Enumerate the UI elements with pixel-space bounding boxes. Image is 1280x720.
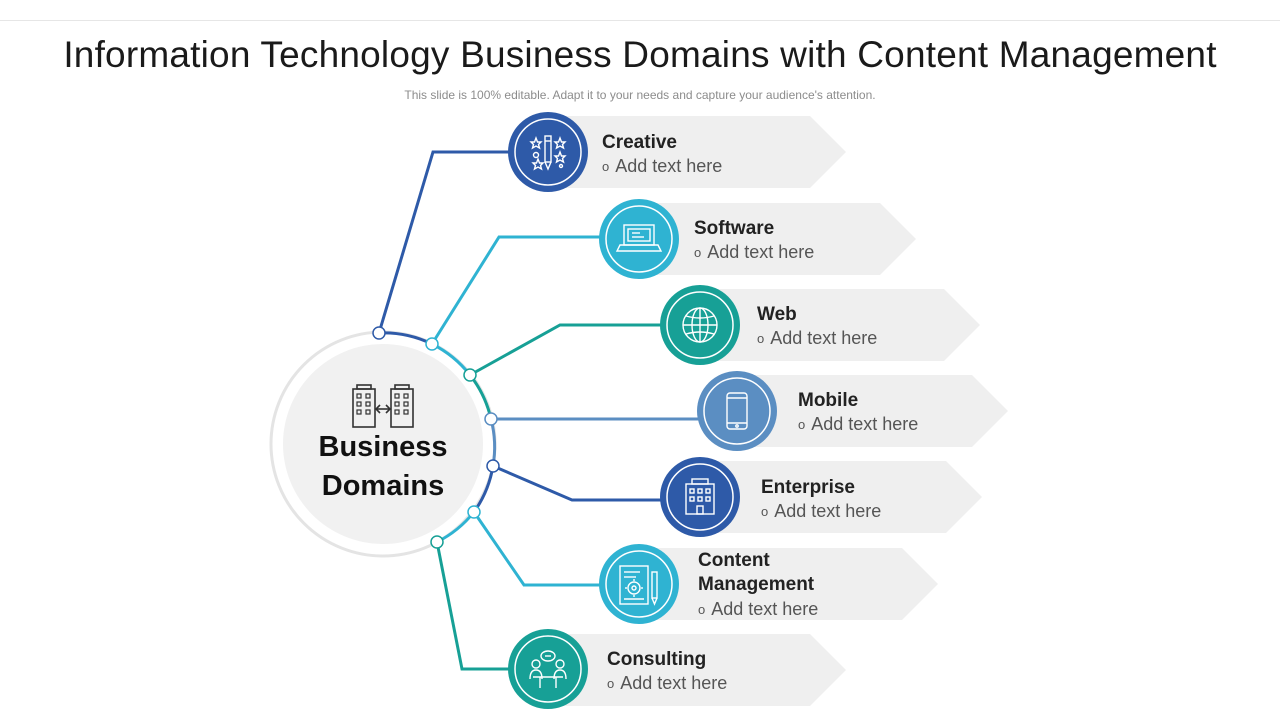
- creative-tools-icon: [529, 135, 567, 171]
- item-title-enterprise: Enterprise: [761, 477, 855, 498]
- node-enterprise: [486, 459, 500, 473]
- smartphone-icon: [726, 392, 748, 430]
- item-text-value: Add text here: [811, 414, 919, 434]
- bullet-glyph: o: [607, 676, 615, 691]
- item-text-enterprise: o Add text here: [761, 501, 881, 522]
- item-title-line2: Management: [698, 574, 815, 595]
- buildings-exchange-icon: [352, 384, 414, 428]
- item-title-creative: Creative: [602, 132, 677, 153]
- item-text-value: Add text here: [711, 599, 819, 619]
- item-text-value: Add text here: [774, 501, 882, 521]
- top-divider: [0, 20, 1280, 21]
- connector-consulting: [435, 541, 512, 671]
- connector-lines: [377, 150, 700, 671]
- connector-content-management: [472, 511, 603, 587]
- connector-creative: [377, 150, 512, 334]
- item-title-web: Web: [757, 304, 797, 325]
- item-text-value: Add text here: [620, 673, 728, 693]
- center-label: Business Domains: [287, 428, 479, 506]
- banner-enterprise: [700, 461, 982, 533]
- item-title-line1: Content: [698, 550, 770, 571]
- office-building-icon: [685, 478, 715, 515]
- center-label-line1: Business: [318, 431, 448, 463]
- item-title-consulting: Consulting: [607, 649, 707, 670]
- meeting-icon: [529, 650, 567, 688]
- item-text-web: o Add text here: [757, 328, 877, 349]
- bullet-glyph: o: [694, 245, 702, 260]
- connector-web: [469, 323, 664, 377]
- node-software: [425, 337, 439, 351]
- icon-circle-content-management: [599, 544, 679, 624]
- banner-consulting: [548, 634, 846, 706]
- icon-circle-web: [660, 285, 740, 365]
- item-text-value: Add text here: [615, 156, 723, 176]
- laptop-icon: [615, 224, 663, 252]
- item-banners: [548, 116, 1008, 706]
- item-text-mobile: o Add text here: [798, 414, 918, 435]
- item-title-mobile: Mobile: [798, 390, 859, 411]
- node-mobile: [484, 412, 498, 426]
- banner-mobile: [737, 375, 1008, 447]
- connector-software: [430, 235, 603, 345]
- document-gear-icon: [619, 565, 658, 606]
- bullet-glyph: o: [698, 602, 706, 617]
- junction-nodes: [372, 326, 500, 549]
- icon-circle-creative: [508, 112, 588, 192]
- bullet-glyph: o: [757, 331, 765, 346]
- item-text-consulting: o Add text here: [607, 673, 727, 694]
- connector-enterprise: [492, 464, 664, 502]
- banner-web: [700, 289, 980, 361]
- node-consulting: [430, 535, 444, 549]
- node-creative: [372, 326, 386, 340]
- item-text-creative: o Add text here: [602, 156, 722, 177]
- center-inner-disc: [283, 344, 483, 544]
- bullet-glyph: o: [761, 504, 769, 519]
- icon-circle-software: [599, 199, 679, 279]
- banner-creative: [548, 116, 846, 188]
- bullet-glyph: o: [798, 417, 806, 432]
- node-web: [463, 368, 477, 382]
- item-text-software: o Add text here: [694, 242, 814, 263]
- icon-circle-enterprise: [660, 457, 740, 537]
- item-text-value: Add text here: [707, 242, 815, 262]
- item-title-software: Software: [694, 218, 775, 239]
- globe-icon: [682, 307, 718, 343]
- item-text-value: Add text here: [770, 328, 878, 348]
- icon-circle-mobile: [697, 371, 777, 451]
- node-content-management: [467, 505, 481, 519]
- bullet-glyph: o: [602, 159, 610, 174]
- item-title-content-management: Content Management: [698, 549, 814, 597]
- slide-title: Information Technology Business Domains …: [63, 34, 1217, 75]
- icon-circle-consulting: [508, 629, 588, 709]
- center-label-line2: Domains: [321, 470, 445, 502]
- banner-content-management: [638, 548, 938, 620]
- item-text-content-management: o Add text here: [698, 599, 818, 620]
- banner-software: [638, 203, 916, 275]
- slide-subtitle: This slide is 100% editable. Adapt it to…: [404, 88, 876, 102]
